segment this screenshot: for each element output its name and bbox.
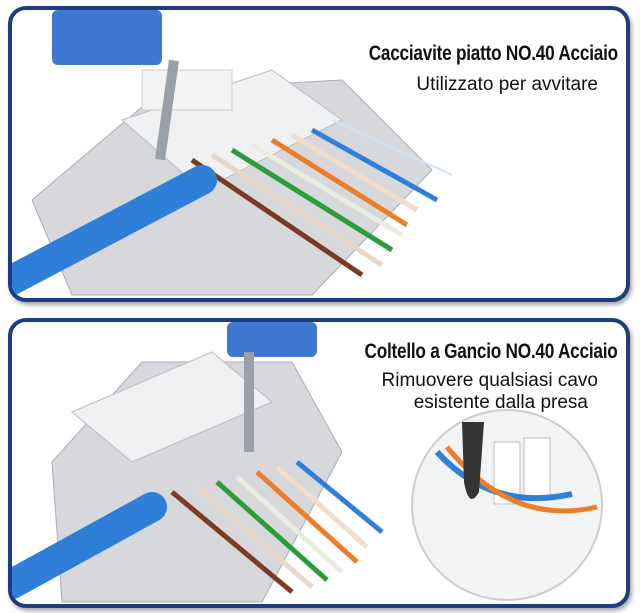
screwdriver-socket-illustration <box>12 10 453 296</box>
hook-knife-panel: Coltello a Gancio NO.40 Acciaio Rimuover… <box>8 318 630 608</box>
screwdriver-panel: Cacciavite piatto NO.40 Acciaio Utilizza… <box>8 6 630 302</box>
panel-subtitle: Utilizzato per avvitare <box>416 74 598 95</box>
panel-subtitle-line2: esistente dalla presa <box>413 392 588 413</box>
hook-knife-socket-illustration <box>12 322 603 603</box>
closeup-inset <box>411 409 603 601</box>
panel-title: Coltello a Gancio NO.40 Acciaio <box>365 340 618 363</box>
panel-subtitle-line1: Rimuovere qualsiasi cavo <box>381 370 599 391</box>
panel-title: Cacciavite piatto NO.40 Acciaio <box>368 42 618 65</box>
